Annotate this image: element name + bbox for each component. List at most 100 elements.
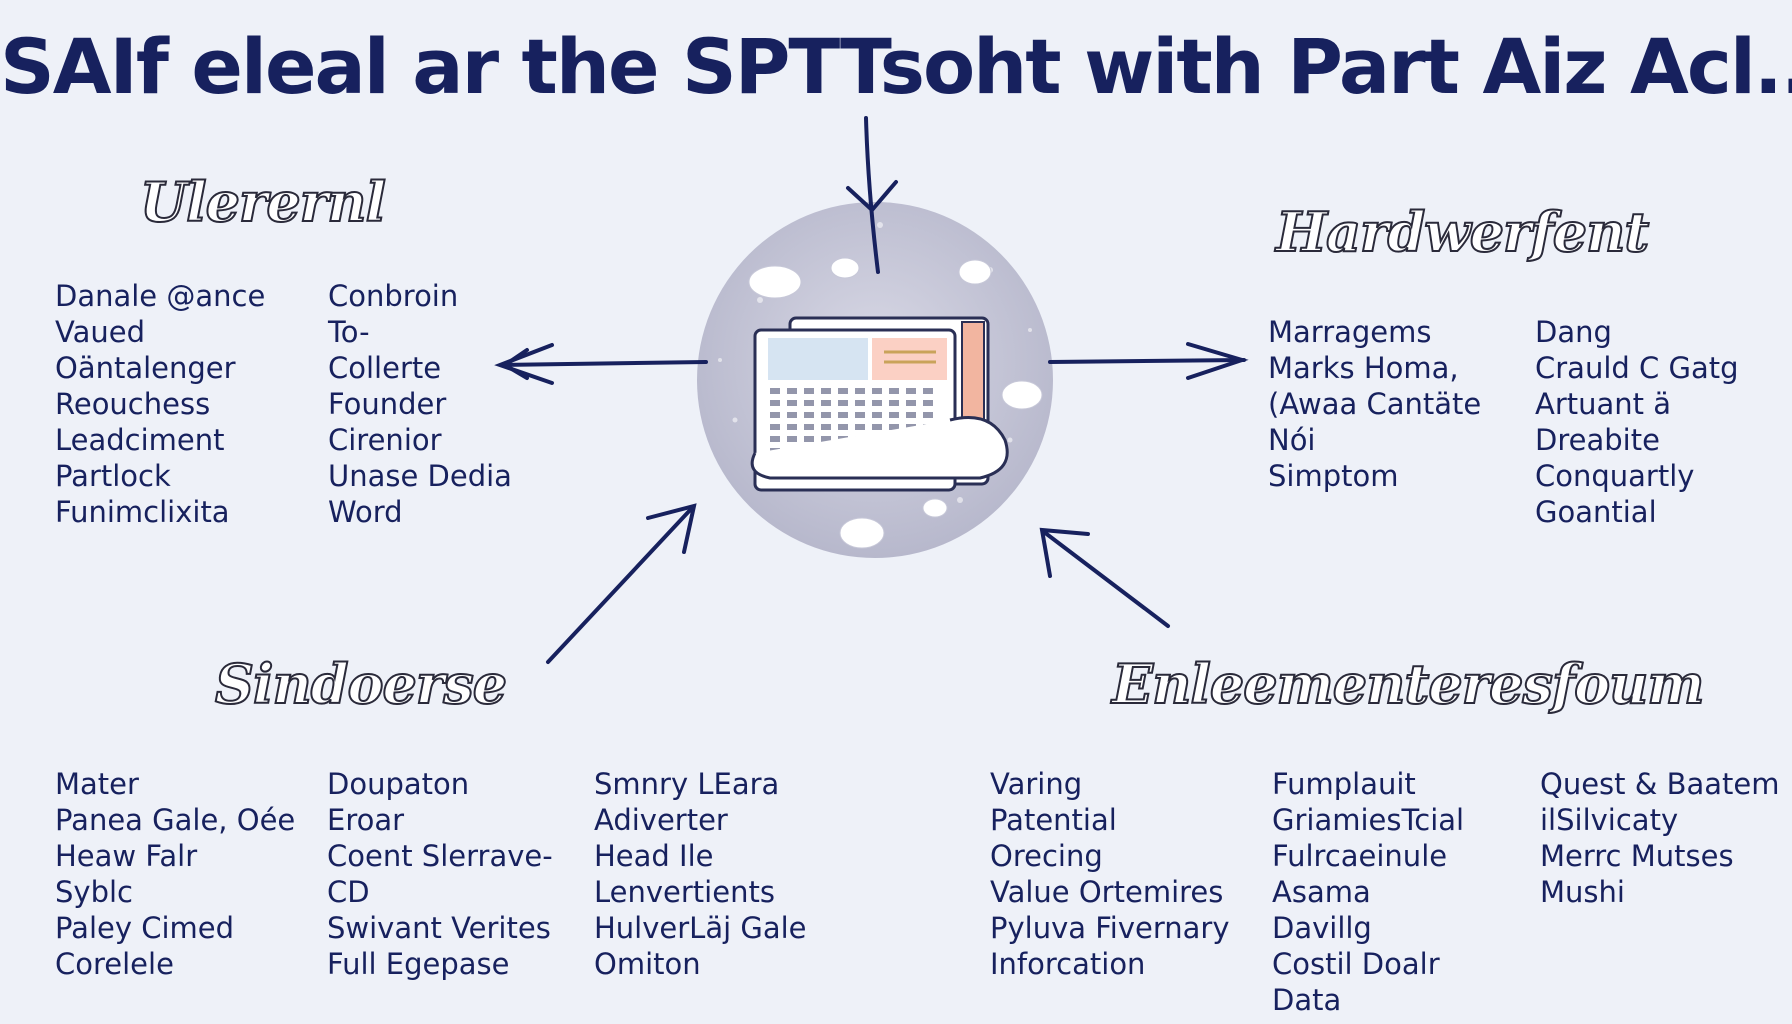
list-item: Panea Gale, Oée — [55, 803, 296, 837]
list-item: Founder — [328, 387, 447, 421]
list-item: HulverLäj Gale — [594, 911, 807, 945]
list-item: Omiton — [594, 947, 701, 981]
grid-cell — [804, 400, 814, 406]
list-item: Asama — [1272, 875, 1371, 909]
grid-cell — [872, 424, 882, 430]
section-bottom-right-column-1: Varing Patential Orecing Value Ortemires… — [990, 766, 1230, 982]
list-item: Head Ile — [594, 839, 714, 873]
grid-cell — [889, 424, 899, 430]
grid-cell — [872, 400, 882, 406]
spreadsheet-illustration — [750, 316, 1009, 492]
list-item: Reouchess — [55, 387, 211, 421]
grid-cell — [906, 400, 916, 406]
list-item: Unase Dedia — [328, 459, 512, 493]
grid-cell — [804, 436, 814, 442]
list-item: Patential — [990, 803, 1117, 837]
section-bottom-left-column-2: Doupaton Eroar Coent Slerrave- CD Swivan… — [327, 766, 553, 982]
section-bottom-right-column-2: Fumplauit GriamiesTcial Fulrcaeinule Asa… — [1272, 766, 1464, 1018]
list-item: Funimclixita — [55, 495, 230, 529]
page-title: SAIf eleal ar the SPTTsoht with Part Aiz… — [0, 22, 1792, 111]
grid-cell — [787, 424, 797, 430]
list-item: Danale @ance — [55, 279, 266, 313]
grid-cell — [770, 436, 780, 442]
list-item: Coent Slerrave- — [327, 839, 553, 873]
list-item: Nói — [1268, 423, 1316, 457]
list-item: Costil Doalr — [1272, 947, 1440, 981]
section-bottom-left-column-1: Mater Panea Gale, Oée Heaw Falr Syblc Pa… — [55, 766, 295, 982]
section-top-right-column-1: Marragems Marks Homa, (Awaa Cantäte Nói … — [1268, 314, 1481, 494]
grid-cell — [923, 412, 933, 418]
grid-cell — [804, 412, 814, 418]
grid-cell — [889, 400, 899, 406]
arrow-right — [1048, 342, 1249, 380]
section-bottom-left-column-3: Smnry LEara Adiverter Head Ile Lenvertie… — [594, 766, 807, 982]
list-item: Adiverter — [594, 803, 728, 837]
list-item: Mater — [55, 767, 139, 801]
arrow-bottom-right — [1039, 527, 1170, 628]
grid-cell — [872, 412, 882, 418]
grid-cell — [923, 400, 933, 406]
grid-cell — [838, 424, 848, 430]
list-item: Dreabite — [1535, 423, 1660, 457]
hub-clouds — [748, 257, 1043, 549]
list-item: Cirenior — [328, 423, 442, 457]
list-item: Goantial — [1535, 495, 1657, 529]
list-item: Lenvertients — [594, 875, 775, 909]
list-item: Heaw Falr — [55, 839, 198, 873]
grid-cell — [923, 388, 933, 394]
list-item: Marks Homa, — [1268, 351, 1459, 385]
arrow-bottom-left — [546, 503, 697, 664]
list-item: Smnry LEara — [594, 767, 780, 801]
section-heading-bottom-right: Enleementeresfoum — [1111, 651, 1706, 717]
list-item: Artuant ä — [1535, 387, 1672, 421]
list-item: Mushi — [1540, 875, 1625, 909]
arrow-left — [494, 343, 708, 385]
list-item: Conquartly — [1535, 459, 1695, 493]
list-item: GriamiesTcial — [1272, 803, 1465, 837]
list-item: Marragems — [1268, 315, 1432, 349]
list-item: Crauld C Gatg — [1535, 351, 1739, 385]
grid-cell — [821, 436, 831, 442]
list-item: Partlock — [55, 459, 171, 493]
list-item: Collerte — [328, 351, 442, 385]
grid-cell — [838, 388, 848, 394]
list-item: Doupaton — [327, 767, 470, 801]
grid-cell — [855, 412, 865, 418]
list-item: Oäntalenger — [55, 351, 236, 385]
list-item: Simptom — [1268, 459, 1399, 493]
list-item: Pyluva Fivernary — [990, 911, 1230, 945]
section-bottom-right-column-3: Quest & Baatem ilSilvicaty Merrc Mutses … — [1540, 766, 1779, 910]
grid-cell — [770, 400, 780, 406]
grid-cell — [770, 424, 780, 430]
list-item: Quest & Baatem — [1540, 767, 1780, 801]
grid-cell — [872, 388, 882, 394]
list-item: To- — [328, 315, 370, 349]
list-item: Word — [328, 495, 403, 529]
grid-cell — [804, 424, 814, 430]
section-top-right-column-2: Dang Crauld C Gatg Artuant ä Dreabite Co… — [1535, 314, 1739, 530]
list-item: CD — [327, 875, 370, 909]
list-item: Orecing — [990, 839, 1103, 873]
list-item: Value Ortemires — [990, 875, 1224, 909]
grid-cell — [838, 412, 848, 418]
grid-cell — [906, 412, 916, 418]
list-item: Leadciment — [55, 423, 225, 457]
list-item: Conbroin — [328, 279, 459, 313]
list-item: Fulrcaeinule — [1272, 839, 1448, 873]
section-heading-bottom-left: Sindoerse — [214, 651, 508, 717]
central-hub — [697, 202, 1053, 558]
grid-cell — [787, 388, 797, 394]
section-top-left-column-2: Conbroin To- Collerte Founder Cirenior U… — [328, 278, 512, 530]
grid-cell — [770, 388, 780, 394]
connector-arrows — [494, 116, 1249, 664]
grid-cell — [855, 400, 865, 406]
grid-cell — [821, 388, 831, 394]
list-item: Davillg — [1272, 911, 1372, 945]
section-top-left-column-1: Danale @ance Vaued Oäntalenger Reouchess… — [55, 278, 265, 530]
list-item: Corelele — [55, 947, 174, 981]
list-item: Merrc Mutses — [1540, 839, 1734, 873]
list-item: Vaued — [55, 315, 145, 349]
section-heading-top-right: Hardwerfent — [1275, 199, 1650, 265]
grid-cell — [787, 436, 797, 442]
